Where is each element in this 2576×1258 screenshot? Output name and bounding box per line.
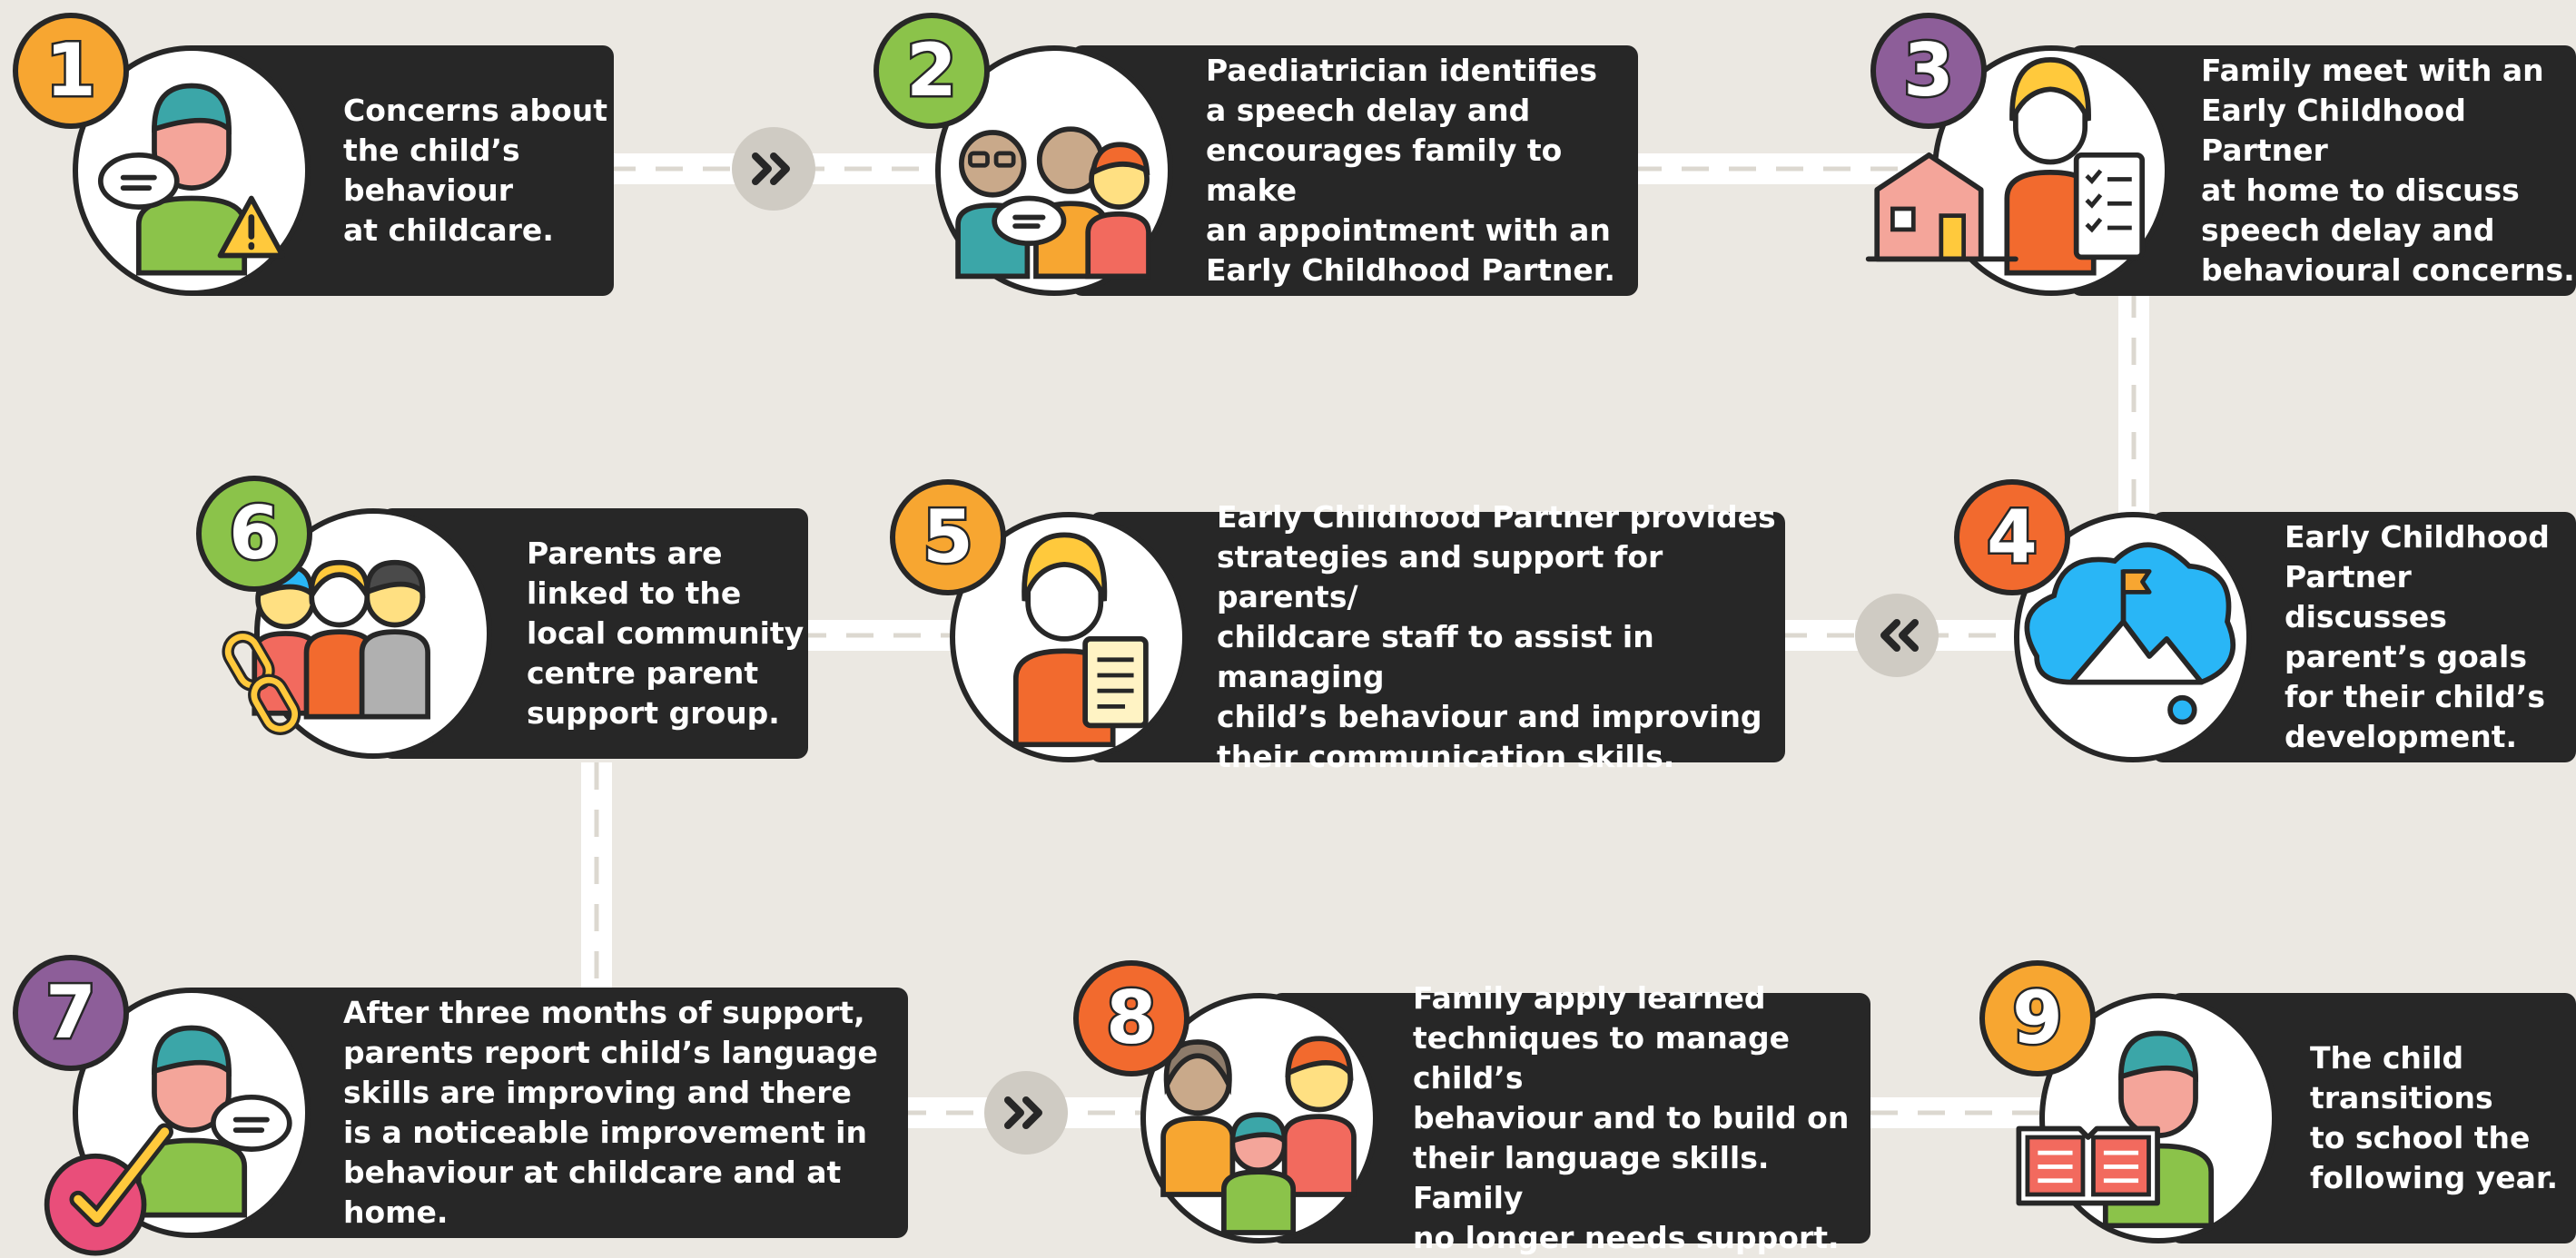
step-9-illustration xyxy=(2016,993,2277,1243)
step-1-text: Concerns about the child’s behaviour at … xyxy=(343,93,608,248)
concerned-child-icon xyxy=(97,83,286,276)
step-5-text: Early Childhood Partner provides strateg… xyxy=(1217,499,1776,774)
school-child-book-icon xyxy=(2016,1030,2215,1229)
step-3-number: 3 xyxy=(1901,28,1957,113)
step-2-illustration xyxy=(935,45,1173,296)
improved-child-icon xyxy=(44,1025,292,1256)
step-5-number: 5 xyxy=(921,495,976,579)
step-4-text: Early Childhood Partner discusses parent… xyxy=(2285,519,2550,754)
step-6-badge: 6 xyxy=(196,476,312,592)
forward-arrow-2 xyxy=(984,1071,1068,1155)
goals-cloud-icon xyxy=(2024,542,2236,725)
paediatrician-family-icon xyxy=(955,126,1151,280)
step-1-number: 1 xyxy=(44,28,99,113)
step-8-badge: 8 xyxy=(1073,960,1189,1076)
step-4-badge: 4 xyxy=(1954,479,2070,595)
step-4-card: Early Childhood Partner discusses parent… xyxy=(2152,512,2576,762)
step-4-illustration xyxy=(2014,512,2252,762)
step-5-card: Early Childhood Partner provides strateg… xyxy=(1090,499,1785,774)
step-1-illustration xyxy=(73,45,311,296)
step-3-illustration xyxy=(1865,45,2170,296)
step-8-number: 8 xyxy=(1104,976,1160,1060)
step-5-badge: 5 xyxy=(890,479,1006,595)
step-7-number: 7 xyxy=(44,970,99,1055)
step-2-text: Paediatrician identifies a speech delay … xyxy=(1206,53,1615,288)
step-3-badge: 3 xyxy=(1870,13,1987,129)
home-visit-icon xyxy=(1865,56,2146,276)
step-7-badge: 7 xyxy=(13,955,129,1071)
step-2-badge: 2 xyxy=(873,13,990,129)
back-arrow-1 xyxy=(1855,594,1939,677)
step-9-number: 9 xyxy=(2010,976,2066,1060)
double-chevron-right-icon xyxy=(1004,1096,1042,1129)
forward-arrow-1 xyxy=(732,127,815,211)
double-chevron-left-icon xyxy=(1880,619,1919,652)
step-2-number: 2 xyxy=(904,28,960,113)
step-7-text: After three months of support, parents r… xyxy=(343,995,878,1230)
step-6-number: 6 xyxy=(227,491,282,575)
step-8-text: Family apply learned techniques to manag… xyxy=(1413,980,1850,1255)
double-chevron-right-icon xyxy=(752,152,790,185)
step-8-illustration xyxy=(1140,993,1378,1243)
step-1-badge: 1 xyxy=(13,13,129,129)
step-9-text: The child transitions to school the foll… xyxy=(2310,1040,2558,1195)
step-6-text: Parents are linked to the local communit… xyxy=(527,536,804,731)
partner-document-icon xyxy=(1012,532,1149,748)
step-3-text: Family meet with an Early Childhood Part… xyxy=(2201,53,2575,288)
step-9-badge: 9 xyxy=(1979,960,2096,1076)
step-4-number: 4 xyxy=(1985,495,2040,579)
step-7-card: After three months of support, parents r… xyxy=(182,988,908,1238)
